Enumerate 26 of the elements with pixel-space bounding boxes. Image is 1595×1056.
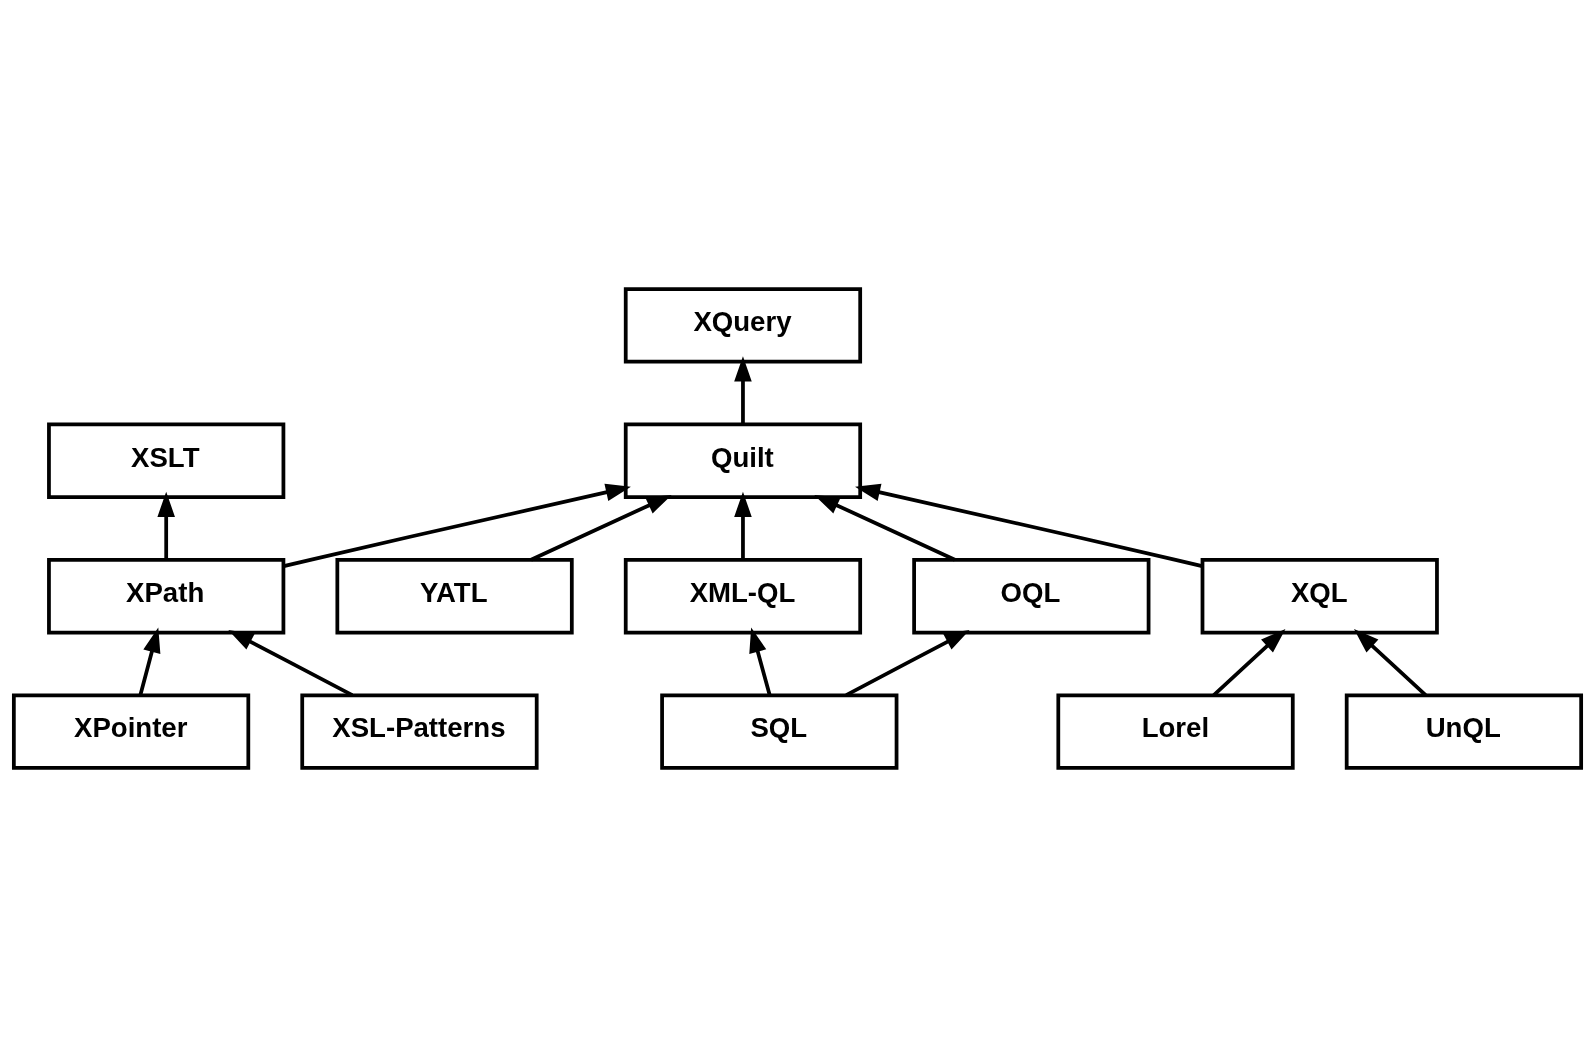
node-box: XSLT xyxy=(47,422,286,499)
arrow xyxy=(814,494,956,561)
arrow xyxy=(157,491,175,560)
arrow xyxy=(283,483,631,568)
node-box: Lorel xyxy=(1056,692,1295,770)
arrow xyxy=(734,491,752,560)
arrow xyxy=(530,494,672,561)
node-box: OQL xyxy=(912,557,1151,634)
node-box: XQuery xyxy=(623,286,863,364)
node-box: XPointer xyxy=(11,692,251,770)
node-box: XPath xyxy=(47,557,286,634)
node-box: UnQL xyxy=(1344,692,1584,770)
arrow xyxy=(734,355,752,424)
node-box: SQL xyxy=(660,692,899,770)
node-box: Quilt xyxy=(623,422,863,499)
arrow xyxy=(749,626,772,696)
arrow xyxy=(1212,628,1286,696)
arrow xyxy=(138,626,161,696)
arrow xyxy=(1354,628,1427,696)
node-box: XML-QL xyxy=(623,557,863,634)
arrow xyxy=(228,629,354,697)
node-box: XSL-Patterns xyxy=(300,692,539,770)
node-box: YATL xyxy=(335,557,574,634)
node-box: XQL xyxy=(1200,557,1439,634)
arrow xyxy=(855,483,1203,568)
arrow xyxy=(845,629,970,697)
